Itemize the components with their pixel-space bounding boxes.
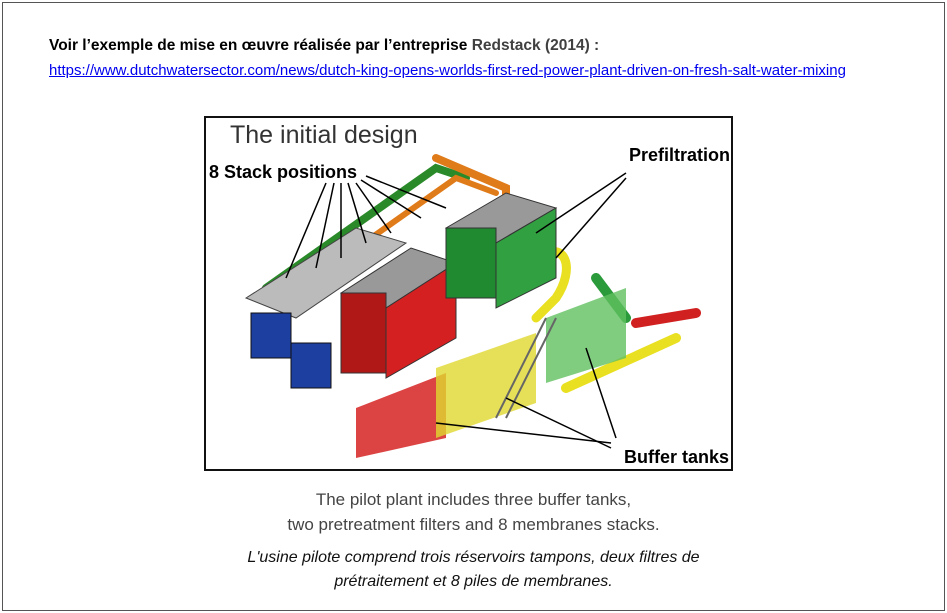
- membrane-stacks: [244, 227, 408, 389]
- label-prefiltration: Prefiltration: [629, 145, 730, 165]
- buffer-tanks: [356, 288, 626, 458]
- label-stack-positions: 8 Stack positions: [209, 162, 357, 182]
- english-caption: The pilot plant includes three buffer ta…: [0, 487, 947, 537]
- french-caption: L'usine pilote comprend trois réservoirs…: [0, 546, 947, 594]
- intro-sentence: Voir l’exemple de mise en œuvre réalisée…: [49, 37, 472, 54]
- pilot-plant-diagram: The initial design: [204, 116, 733, 471]
- english-caption-line: two pretreatment filters and 8 membranes…: [287, 515, 660, 534]
- french-caption-line: prétraitement et 8 piles de membranes.: [334, 573, 613, 590]
- green-prefilter: [444, 192, 558, 309]
- english-caption-line: The pilot plant includes three buffer ta…: [315, 490, 632, 509]
- label-buffer-tanks: Buffer tanks: [624, 447, 729, 467]
- intro-text: Voir l’exemple de mise en œuvre réalisée…: [49, 37, 599, 55]
- diagram-title: The initial design: [230, 121, 418, 149]
- french-caption-line: L'usine pilote comprend trois réservoirs…: [247, 549, 700, 566]
- organization-name: Redstack (2014) :: [471, 37, 600, 54]
- source-link[interactable]: https://www.dutchwatersector.com/news/du…: [49, 62, 846, 79]
- red-prefilter: [339, 247, 458, 379]
- leader-lines: [285, 172, 627, 449]
